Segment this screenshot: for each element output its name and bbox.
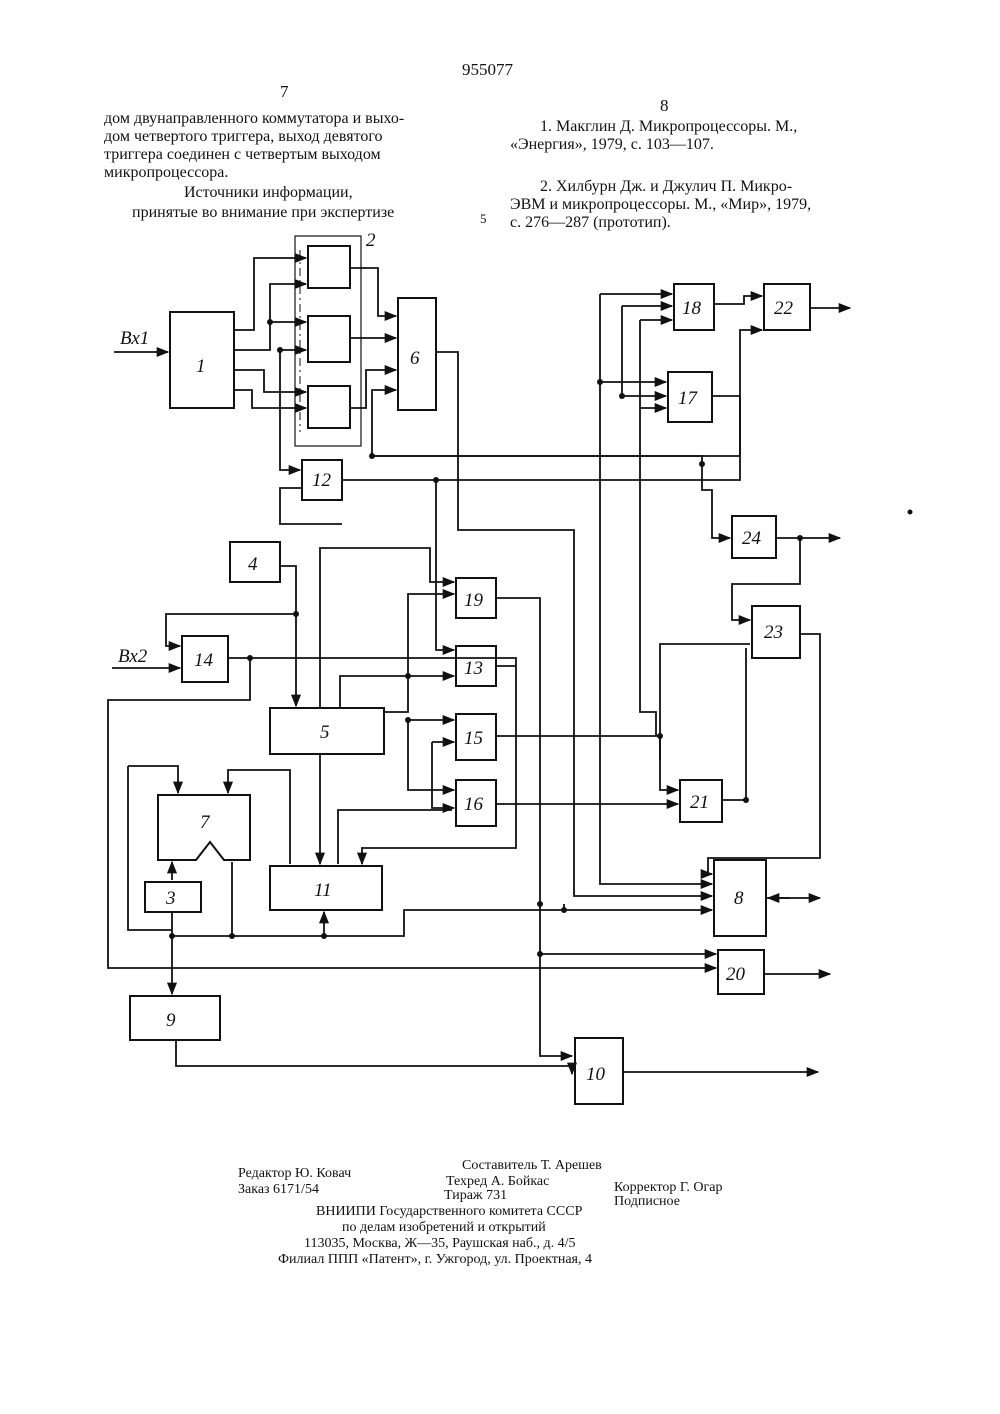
label-10: 10 bbox=[586, 1064, 606, 1085]
label-24: 24 bbox=[742, 528, 762, 549]
label-9: 9 bbox=[166, 1010, 176, 1031]
label-19: 19 bbox=[464, 590, 484, 611]
label-6: 6 bbox=[410, 348, 420, 369]
footer-circulation: Тираж 731 bbox=[444, 1188, 507, 1204]
footer-org-1: ВНИИПИ Государственного комитета СССР bbox=[316, 1204, 582, 1220]
label-5: 5 bbox=[320, 722, 330, 743]
label-21: 21 bbox=[690, 792, 709, 813]
label-15: 15 bbox=[464, 728, 483, 749]
input-label-2: Вх2 bbox=[118, 646, 148, 667]
label-17: 17 bbox=[678, 388, 699, 409]
label-3: 3 bbox=[165, 888, 176, 909]
footer-compiler: Составитель Т. Арешев bbox=[462, 1158, 602, 1174]
label-18: 18 bbox=[682, 298, 702, 319]
label-16: 16 bbox=[464, 794, 484, 815]
block-2b bbox=[308, 316, 350, 362]
block-diagram: 1 2 6 12 4 14 5 19 13 15 16 7 3 11 9 10 … bbox=[0, 0, 1000, 1140]
footer-editor: Редактор Ю. Ковач bbox=[238, 1166, 351, 1182]
label-1: 1 bbox=[196, 356, 206, 377]
footer-order: Заказ 6171/54 bbox=[238, 1182, 319, 1198]
input-label-1: Вх1 bbox=[120, 328, 149, 349]
footer-org-2: по делам изобретений и открытий bbox=[342, 1220, 546, 1236]
block-2c bbox=[308, 386, 350, 428]
footer-branch: Филиал ППП «Патент», г. Ужгород, ул. Про… bbox=[278, 1252, 592, 1268]
label-22: 22 bbox=[774, 298, 794, 319]
label-23: 23 bbox=[764, 622, 783, 643]
block-2a bbox=[308, 246, 350, 288]
label-12: 12 bbox=[312, 470, 332, 491]
label-2: 2 bbox=[366, 230, 376, 251]
label-8: 8 bbox=[734, 888, 744, 909]
footer-address: 113035, Москва, Ж—35, Раушская наб., д. … bbox=[304, 1236, 576, 1252]
label-11: 11 bbox=[314, 880, 332, 901]
footer-subscription: Подписное bbox=[614, 1194, 680, 1210]
label-13: 13 bbox=[464, 658, 483, 679]
label-4: 4 bbox=[248, 554, 258, 575]
label-7: 7 bbox=[200, 812, 211, 833]
label-14: 14 bbox=[194, 650, 214, 671]
label-20: 20 bbox=[726, 964, 746, 985]
